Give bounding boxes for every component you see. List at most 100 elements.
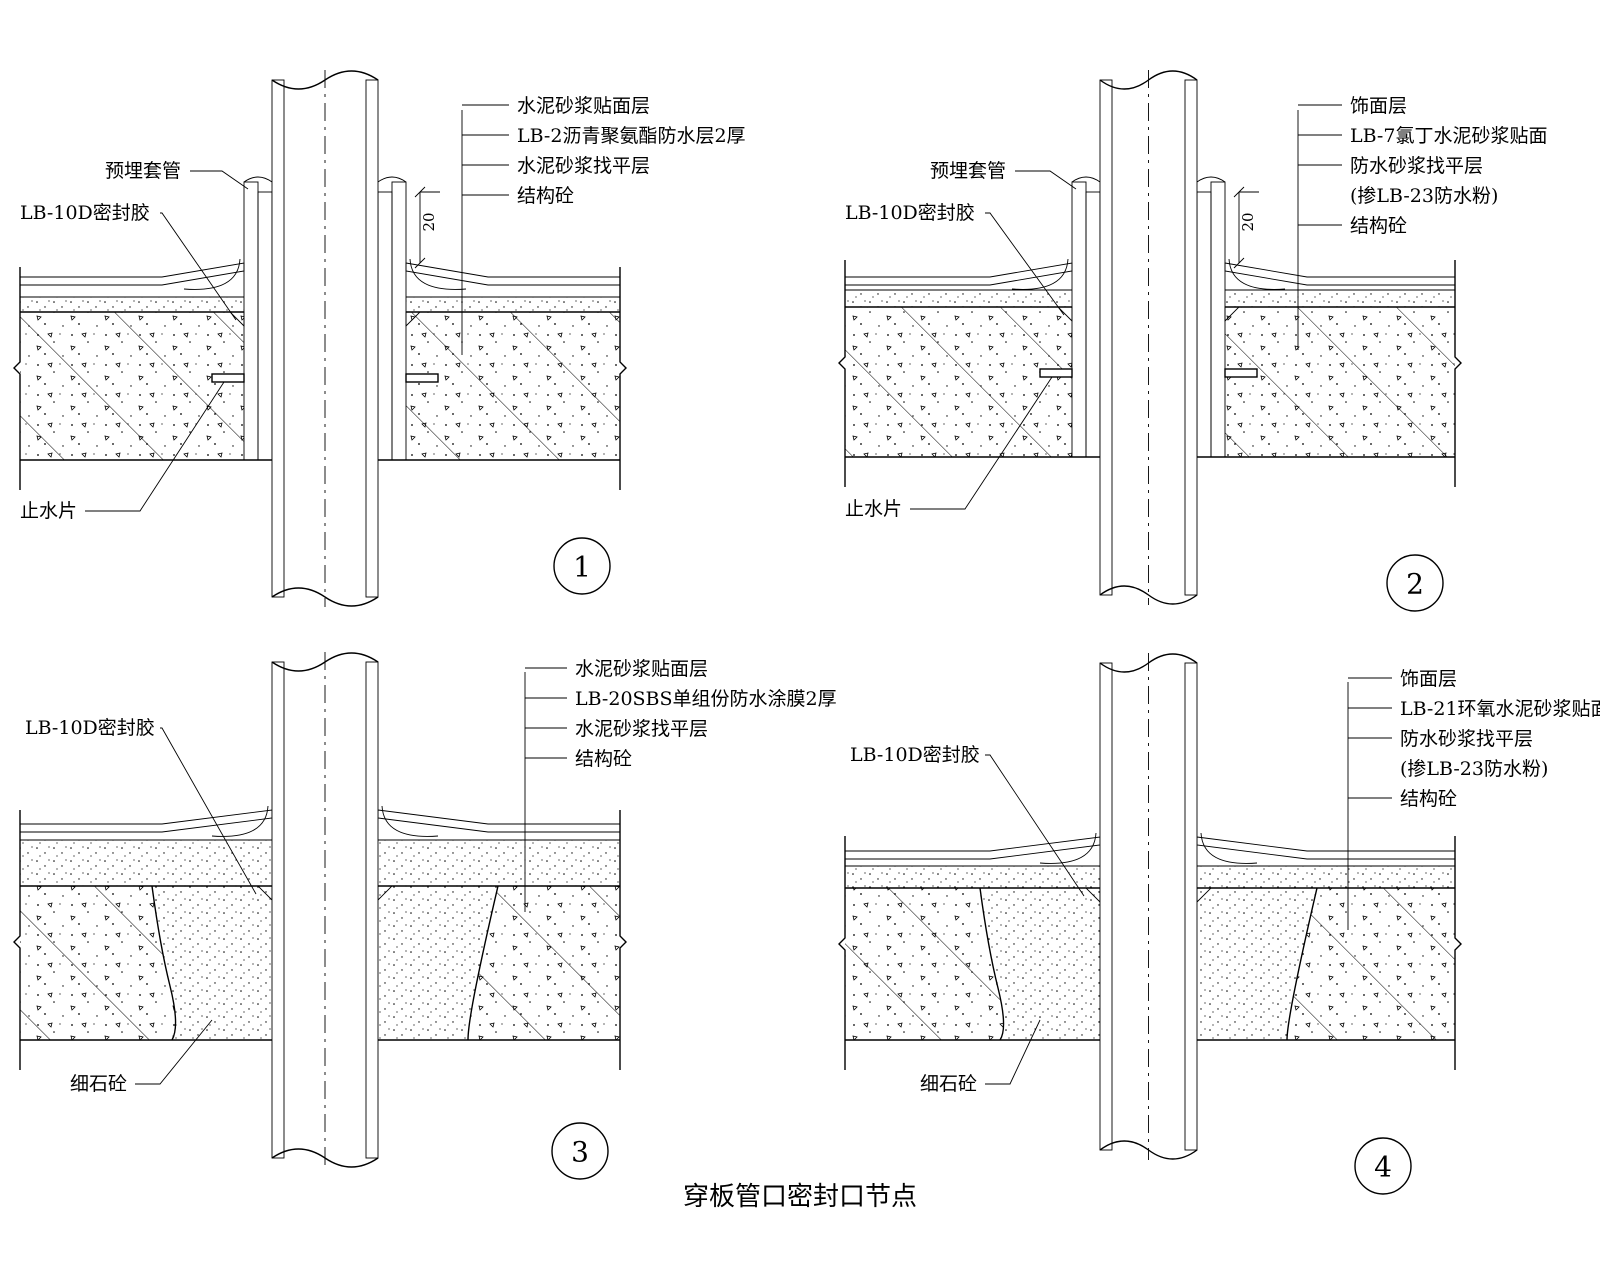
core-fill-left xyxy=(980,888,1100,1040)
waterstop-plate-right xyxy=(1224,368,1258,378)
pipe-break-top xyxy=(1099,70,1198,90)
fill-label: 细石砼 xyxy=(920,1073,977,1095)
layer-label: LB-2沥青聚氨酯防水层2厚 xyxy=(517,125,746,147)
layer-label: LB-7氯丁水泥砂浆贴面 xyxy=(1350,125,1547,147)
sealant-label: LB-10D密封胶 xyxy=(25,717,155,739)
fill-leader xyxy=(985,1019,1041,1085)
detail-number-circle xyxy=(553,537,611,595)
membrane-turnup-left xyxy=(1011,258,1069,290)
waterstop-plate-left xyxy=(1039,368,1073,378)
membrane-turnup-left xyxy=(211,805,269,837)
core-boundary-left xyxy=(979,887,1005,1041)
layer-label: 水泥砂浆找平层 xyxy=(517,155,650,177)
layer-label: LB-21环氧水泥砂浆贴面 xyxy=(1400,698,1600,720)
layer-label: (掺LB-23防水粉) xyxy=(1400,758,1548,780)
screed-left xyxy=(20,840,272,886)
slab-aggregate-right xyxy=(406,312,620,460)
layer-label: 防水砂浆找平层 xyxy=(1400,728,1533,750)
detail-number: 4 xyxy=(1374,1151,1392,1184)
layer-label: 结构砼 xyxy=(517,185,574,207)
detail-number: 2 xyxy=(1406,568,1424,601)
screed-left xyxy=(845,290,1072,307)
slab-break-mark xyxy=(619,267,627,490)
pipe-break-top xyxy=(271,70,379,90)
detail-number: 1 xyxy=(573,551,591,584)
pipe-wall-left xyxy=(271,79,285,598)
membrane-turnup-right xyxy=(1200,832,1258,864)
slab-break-mark xyxy=(13,267,21,490)
screed-right xyxy=(1225,290,1455,307)
sleeve-label: 预埋套管 xyxy=(930,160,1006,182)
finish-tiles-right xyxy=(1196,836,1456,860)
detail-1: 20水泥砂浆贴面层LB-2沥青聚氨酯防水层2厚水泥砂浆找平层结构砼预埋套管LB-… xyxy=(13,70,746,607)
finish-tiles-right xyxy=(405,262,621,286)
slab-break-mark xyxy=(838,260,846,487)
slab-break-mark xyxy=(1454,260,1462,487)
slab-aggregate-left xyxy=(845,307,1072,457)
fill-label: 细石砼 xyxy=(70,1073,127,1095)
layer-label: 防水砂浆找平层 xyxy=(1350,155,1483,177)
pipe-break-top xyxy=(1099,653,1198,673)
membrane-turnup-right xyxy=(1228,258,1286,290)
sleeve-packing-left xyxy=(1085,191,1101,458)
finish-tiles-left xyxy=(844,262,1073,286)
layer-label: 饰面层 xyxy=(1350,95,1407,117)
detail-number-circle xyxy=(1354,1137,1412,1195)
detail-number-circle xyxy=(1386,554,1444,612)
sleeve-cap-left xyxy=(243,176,273,183)
membrane-turnup-left xyxy=(1039,832,1097,864)
sealant-label: LB-10D密封胶 xyxy=(20,202,150,224)
finish-tiles-right xyxy=(377,809,621,833)
drawing-title: 穿板管口密封口节点 xyxy=(683,1182,917,1212)
slab-aggregate-left xyxy=(20,312,244,460)
pipe-break-top xyxy=(271,652,379,672)
layer-label: 饰面层 xyxy=(1400,668,1457,690)
waterstop-plate-right xyxy=(405,373,439,383)
screed-right xyxy=(378,840,620,886)
screed-right xyxy=(1197,866,1455,888)
slab-break-mark xyxy=(838,836,846,1070)
pipe-wall-right xyxy=(1184,79,1198,596)
dimension-tick-bottom xyxy=(414,257,426,269)
detail-number-circle xyxy=(551,1122,609,1180)
layer-label: (掺LB-23防水粉) xyxy=(1350,185,1498,207)
sleeve-cap-left xyxy=(1071,176,1101,183)
pipe-wall-right xyxy=(365,79,379,598)
pipe-wall-left xyxy=(1099,79,1113,596)
layer-label: 水泥砂浆贴面层 xyxy=(575,658,708,680)
sealant-leader xyxy=(160,212,237,321)
layer-label: 结构砼 xyxy=(575,748,632,770)
sealant-leader xyxy=(160,727,257,895)
pipe-wall-right xyxy=(365,661,379,1159)
layer-label: 水泥砂浆贴面层 xyxy=(517,95,650,117)
screed-right xyxy=(406,297,620,312)
finish-tiles-left xyxy=(844,836,1101,860)
sleeve-wall-right xyxy=(391,181,407,461)
dimension-tick-bottom xyxy=(1233,257,1245,269)
sealant-leader xyxy=(985,212,1065,316)
core-fill-right xyxy=(1197,888,1317,1040)
membrane-turnup-right xyxy=(381,805,439,837)
core-fill-right xyxy=(378,886,498,1040)
slab-aggregate-right xyxy=(1225,307,1455,457)
sleeve-wall-left xyxy=(1071,181,1087,458)
sealant-label: LB-10D密封胶 xyxy=(850,744,980,766)
membrane-turnup-left xyxy=(183,258,241,290)
detail-4: 饰面层LB-21环氧水泥砂浆贴面防水砂浆找平层(掺LB-23防水粉)结构砼LB-… xyxy=(838,653,1600,1195)
layer-label: 水泥砂浆找平层 xyxy=(575,718,708,740)
sealant-leader xyxy=(985,754,1085,897)
layer-label: 结构砼 xyxy=(1350,215,1407,237)
core-boundary-left xyxy=(151,885,177,1041)
sleeve-packing-right xyxy=(377,191,393,461)
sealant-label: LB-10D密封胶 xyxy=(845,202,975,224)
layer-label: LB-20SBS单组份防水涂膜2厚 xyxy=(575,688,837,710)
screed-left xyxy=(20,297,244,312)
sleeve-cap-right xyxy=(377,176,407,183)
pipe-break-bottom xyxy=(271,1148,379,1168)
finish-tiles-right xyxy=(1224,262,1456,286)
waterstop-leader xyxy=(910,376,1053,510)
finish-tiles-left xyxy=(19,262,245,286)
pipe-break-bottom xyxy=(1099,585,1198,605)
slab-break-mark xyxy=(13,810,21,1070)
membrane-turnup-right xyxy=(409,258,467,290)
